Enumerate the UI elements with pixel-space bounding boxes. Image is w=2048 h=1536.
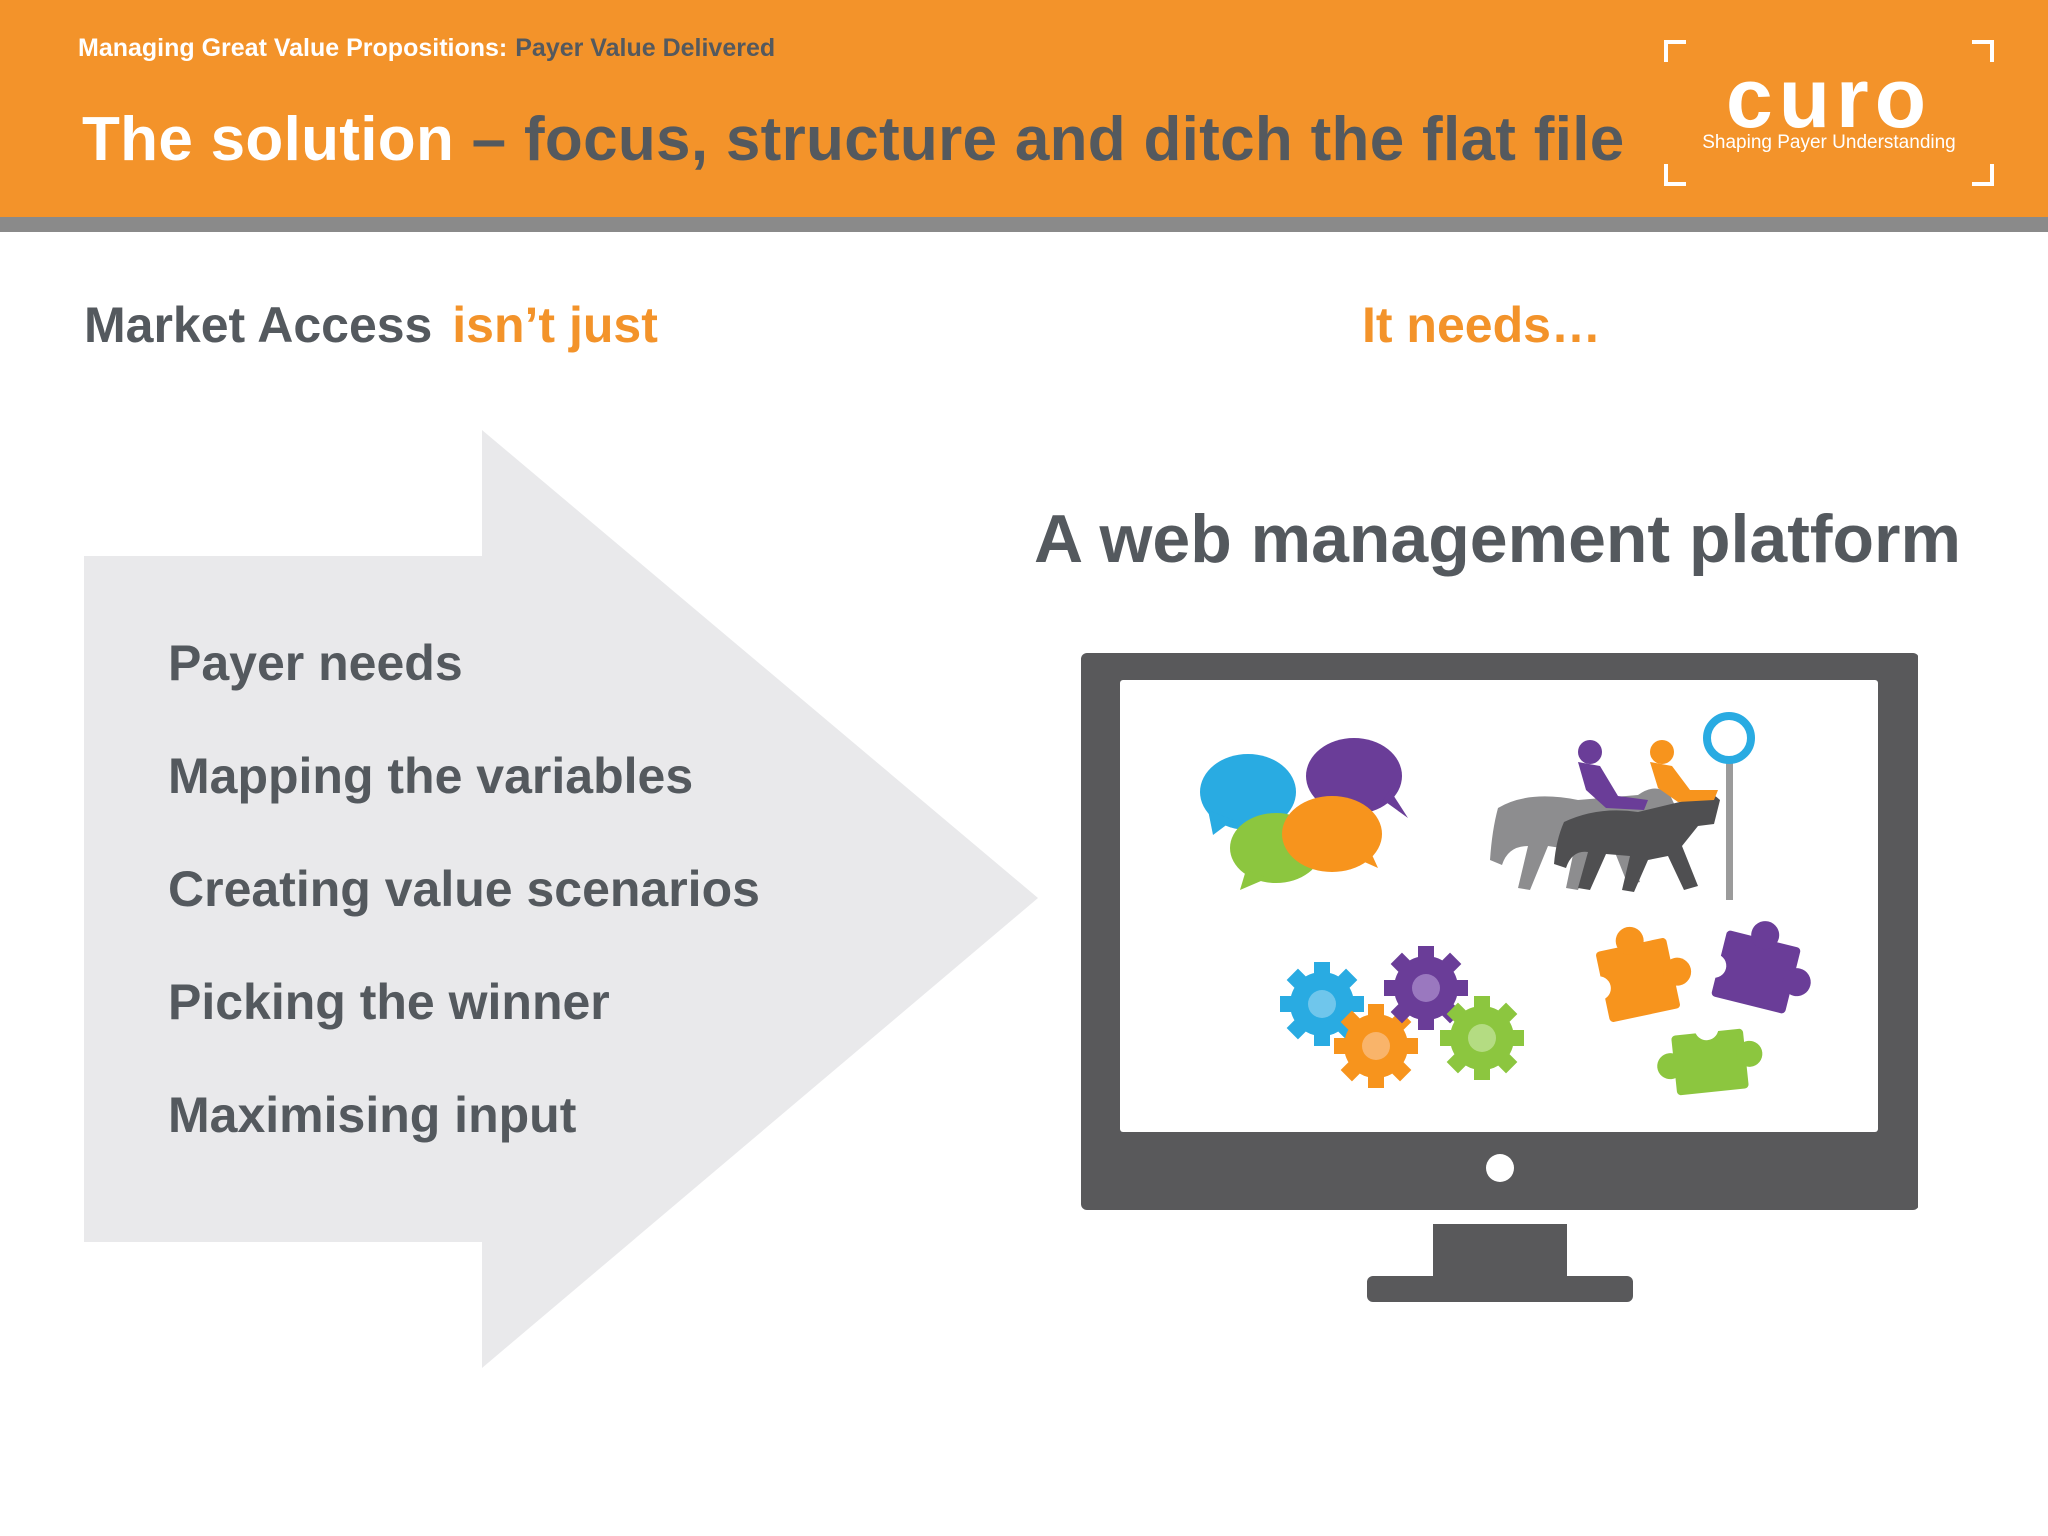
page-title: The solution – focus, structure and ditc… xyxy=(82,104,1625,175)
header-band: Managing Great Value Propositions:Payer … xyxy=(0,0,2048,217)
title-rest: – focus, structure and ditch the flat fi… xyxy=(471,105,1625,174)
platform-title: A web management platform xyxy=(1034,501,1961,577)
left-heading: Market Access isn’t just xyxy=(84,296,658,354)
kicker-text: Managing Great Value Propositions: xyxy=(78,34,508,62)
logo-wordmark: curo xyxy=(1725,51,1933,145)
list-item: Creating value scenarios xyxy=(168,861,760,917)
speech-bubbles-icon xyxy=(1200,738,1408,890)
list-item: Mapping the variables xyxy=(168,748,694,804)
list-item: Maximising input xyxy=(168,1087,577,1143)
monitor-icon xyxy=(1081,653,1918,1302)
curo-logo: curo Shaping Payer Understanding xyxy=(1664,36,1994,186)
logo-corner-icon xyxy=(1972,164,1994,186)
header-divider xyxy=(0,217,2048,232)
list-item: Payer needs xyxy=(168,635,463,691)
logo-corner-icon xyxy=(1664,40,1686,62)
logo-tagline: Shaping Payer Understanding xyxy=(1702,132,1956,153)
left-heading-highlight: isn’t just xyxy=(452,297,658,353)
list-item: Picking the winner xyxy=(168,974,610,1030)
right-heading: It needs… xyxy=(1362,297,1601,353)
title-lead: The solution xyxy=(82,105,455,174)
puzzle-pieces-icon xyxy=(1586,921,1811,1096)
logo-corner-icon xyxy=(1664,164,1686,186)
gears-icon xyxy=(1280,946,1524,1088)
header-kicker: Managing Great Value Propositions:Payer … xyxy=(78,34,775,63)
kicker-subtext: Payer Value Delivered xyxy=(515,34,776,62)
logo-corner-icon xyxy=(1972,40,1994,62)
access-list: Payer needs Mapping the variables Creati… xyxy=(168,628,760,1193)
horse-race-icon xyxy=(1490,712,1755,900)
left-heading-text: Market Access xyxy=(84,297,433,353)
